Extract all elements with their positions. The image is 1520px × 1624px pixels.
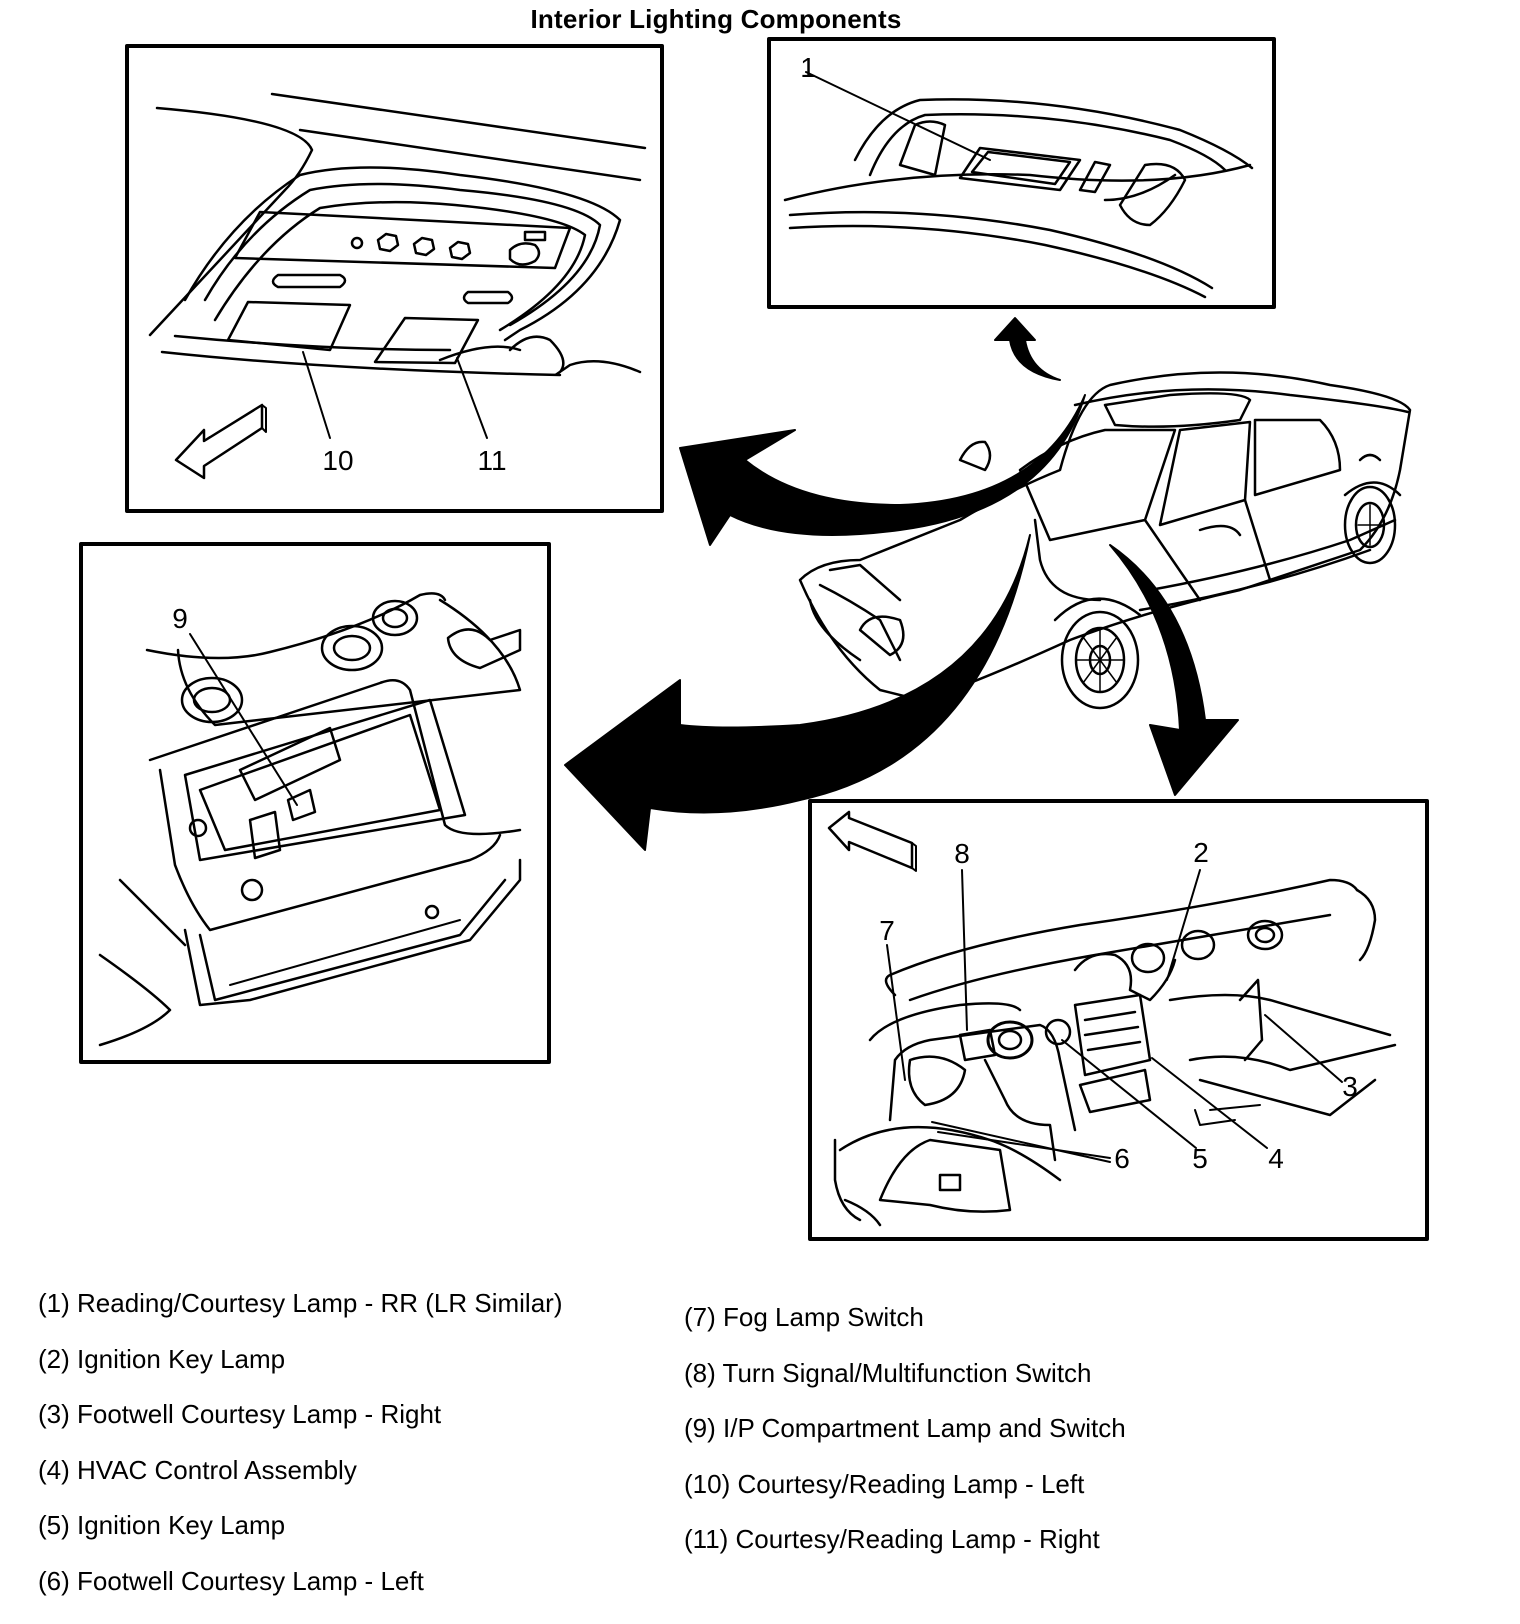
- arrow-to-overhead-panel: [679, 394, 1086, 546]
- arrow-to-ip-panel: [564, 534, 1031, 851]
- pointer-arrows: [564, 317, 1239, 851]
- callout-3: 3: [1342, 1071, 1358, 1102]
- legend-item-3: (3) Footwell Courtesy Lamp - Right: [38, 1399, 442, 1429]
- legend-item-10: (10) Courtesy/Reading Lamp - Left: [684, 1468, 1085, 1499]
- panel-ip-compartment: 9: [79, 542, 551, 1064]
- callout-6: 6: [1114, 1143, 1130, 1174]
- panel-overhead-console: 10 11: [125, 44, 664, 513]
- callout-2: 2: [1193, 837, 1209, 868]
- vehicle-illustration: [798, 371, 1412, 710]
- legend-item-6: (6) Footwell Courtesy Lamp - Left: [38, 1565, 424, 1596]
- callout-7: 7: [879, 915, 895, 946]
- arrow-to-instrument-panel: [1109, 544, 1239, 796]
- callout-9: 9: [172, 603, 188, 634]
- callout-10: 10: [322, 445, 353, 476]
- legend-item-4: (4) HVAC Control Assembly: [38, 1454, 357, 1485]
- legend-item-2: (2) Ignition Key Lamp: [38, 1343, 286, 1374]
- legend-item-8: (8) Turn Signal/Multifunction Switch: [684, 1357, 1092, 1388]
- legend-item-11: (11) Courtesy/Reading Lamp - Right: [684, 1524, 1100, 1554]
- legend-item-9: (9) I/P Compartment Lamp and Switch: [684, 1413, 1126, 1443]
- diagram-title: Interior Lighting Components: [530, 4, 902, 34]
- panel-rear-reading-lamp: 1: [767, 37, 1276, 309]
- callout-4: 4: [1268, 1143, 1284, 1174]
- callout-8: 8: [954, 838, 970, 869]
- legend-left-column: (1) Reading/Courtesy Lamp - RR (LR Simil…: [38, 1276, 562, 1609]
- legend-item-1: (1) Reading/Courtesy Lamp - RR (LR Simil…: [38, 1288, 563, 1318]
- callout-11: 11: [477, 445, 506, 476]
- legend-right-column: (7) Fog Lamp Switch (8) Turn Signal/Mult…: [684, 1290, 1126, 1568]
- legend-item-5: (5) Ignition Key Lamp: [38, 1510, 286, 1540]
- panel-instrument-panel: 7 8 2 3 4 5 6: [808, 799, 1429, 1241]
- callout-5: 5: [1192, 1143, 1208, 1174]
- legend-item-7: (7) Fog Lamp Switch: [684, 1302, 924, 1332]
- callout-1: 1: [800, 52, 816, 83]
- arrow-to-rear-lamp-panel: [994, 317, 1061, 381]
